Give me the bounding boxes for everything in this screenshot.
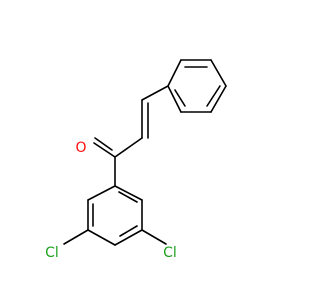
bond xyxy=(63,229,89,245)
molecule-structure-diagram: O Cl Cl xyxy=(45,59,227,261)
chlorine-atom-label-left: Cl xyxy=(45,245,59,261)
bond xyxy=(167,85,182,113)
bond xyxy=(87,229,116,246)
double-bond-line xyxy=(206,85,221,107)
bond xyxy=(141,85,169,101)
bond xyxy=(93,142,116,158)
bond xyxy=(210,85,227,113)
carbonyl-group: O xyxy=(75,137,116,158)
phenyl-ring xyxy=(167,59,227,113)
oxygen-atom-label: O xyxy=(75,140,86,156)
double-bond-line xyxy=(119,225,138,237)
bond xyxy=(141,229,167,245)
bond xyxy=(210,59,227,87)
alkene-chain xyxy=(114,85,169,158)
chlorine-substituents: Cl Cl xyxy=(45,229,177,261)
bond xyxy=(167,59,182,87)
bond xyxy=(114,185,143,201)
double-bond-line xyxy=(94,137,113,151)
double-bond-line xyxy=(118,191,138,203)
dichlorophenyl-ring xyxy=(87,156,143,246)
chlorine-atom-label-right: Cl xyxy=(163,245,177,261)
bond xyxy=(87,185,116,201)
bond xyxy=(114,137,143,158)
double-bond-line xyxy=(174,89,186,107)
bond xyxy=(114,229,143,246)
